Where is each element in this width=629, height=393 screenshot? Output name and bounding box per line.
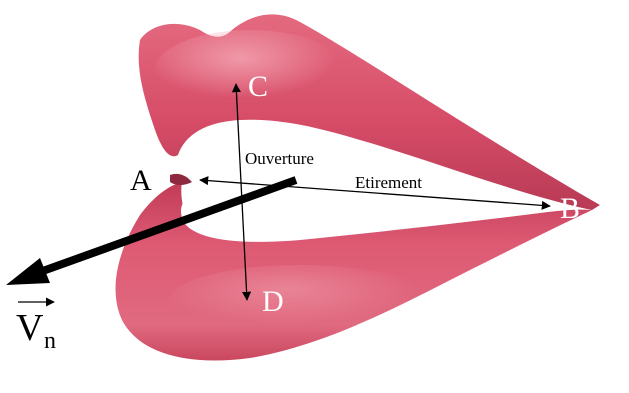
label-point-b: B — [560, 192, 580, 225]
label-point-c: C — [248, 70, 268, 103]
label-point-d: D — [262, 285, 284, 318]
corner-shadow — [170, 173, 192, 185]
label-point-a: A — [130, 164, 152, 197]
label-vector-letter: V — [16, 307, 44, 349]
lower-lip-highlight — [170, 265, 430, 335]
upper-lip-highlight — [155, 30, 345, 110]
vector-label: V n — [16, 297, 56, 354]
normal-vector-head — [6, 258, 50, 285]
label-stretching: Etirement — [355, 173, 422, 192]
opening-arrow — [231, 83, 252, 301]
label-vector-subscript: n — [44, 328, 56, 354]
label-opening: Ouverture — [245, 149, 314, 168]
stretch-arrow — [199, 176, 551, 210]
normal-vector-shaft — [38, 176, 298, 276]
